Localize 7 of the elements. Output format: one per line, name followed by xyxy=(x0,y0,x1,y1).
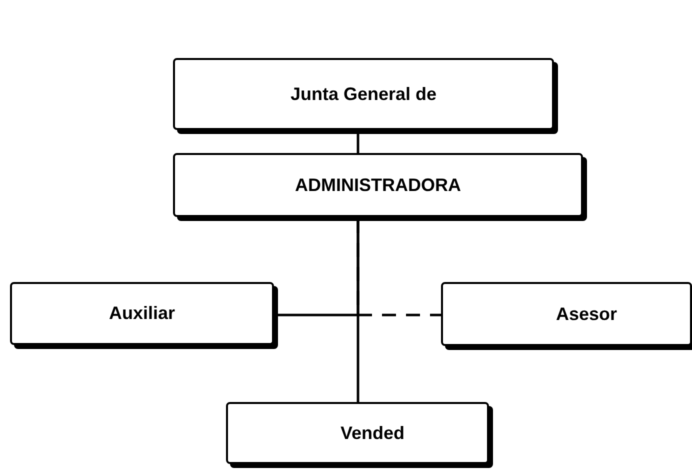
connector-line xyxy=(356,219,360,402)
box-label: Vended xyxy=(340,422,405,444)
connector-line xyxy=(356,132,360,153)
box-label: Junta General de xyxy=(290,84,437,104)
box-label: Asesor xyxy=(556,304,618,324)
box-label: ADMINISTRADORA xyxy=(295,174,461,196)
box-label: Auxiliar xyxy=(108,303,176,324)
